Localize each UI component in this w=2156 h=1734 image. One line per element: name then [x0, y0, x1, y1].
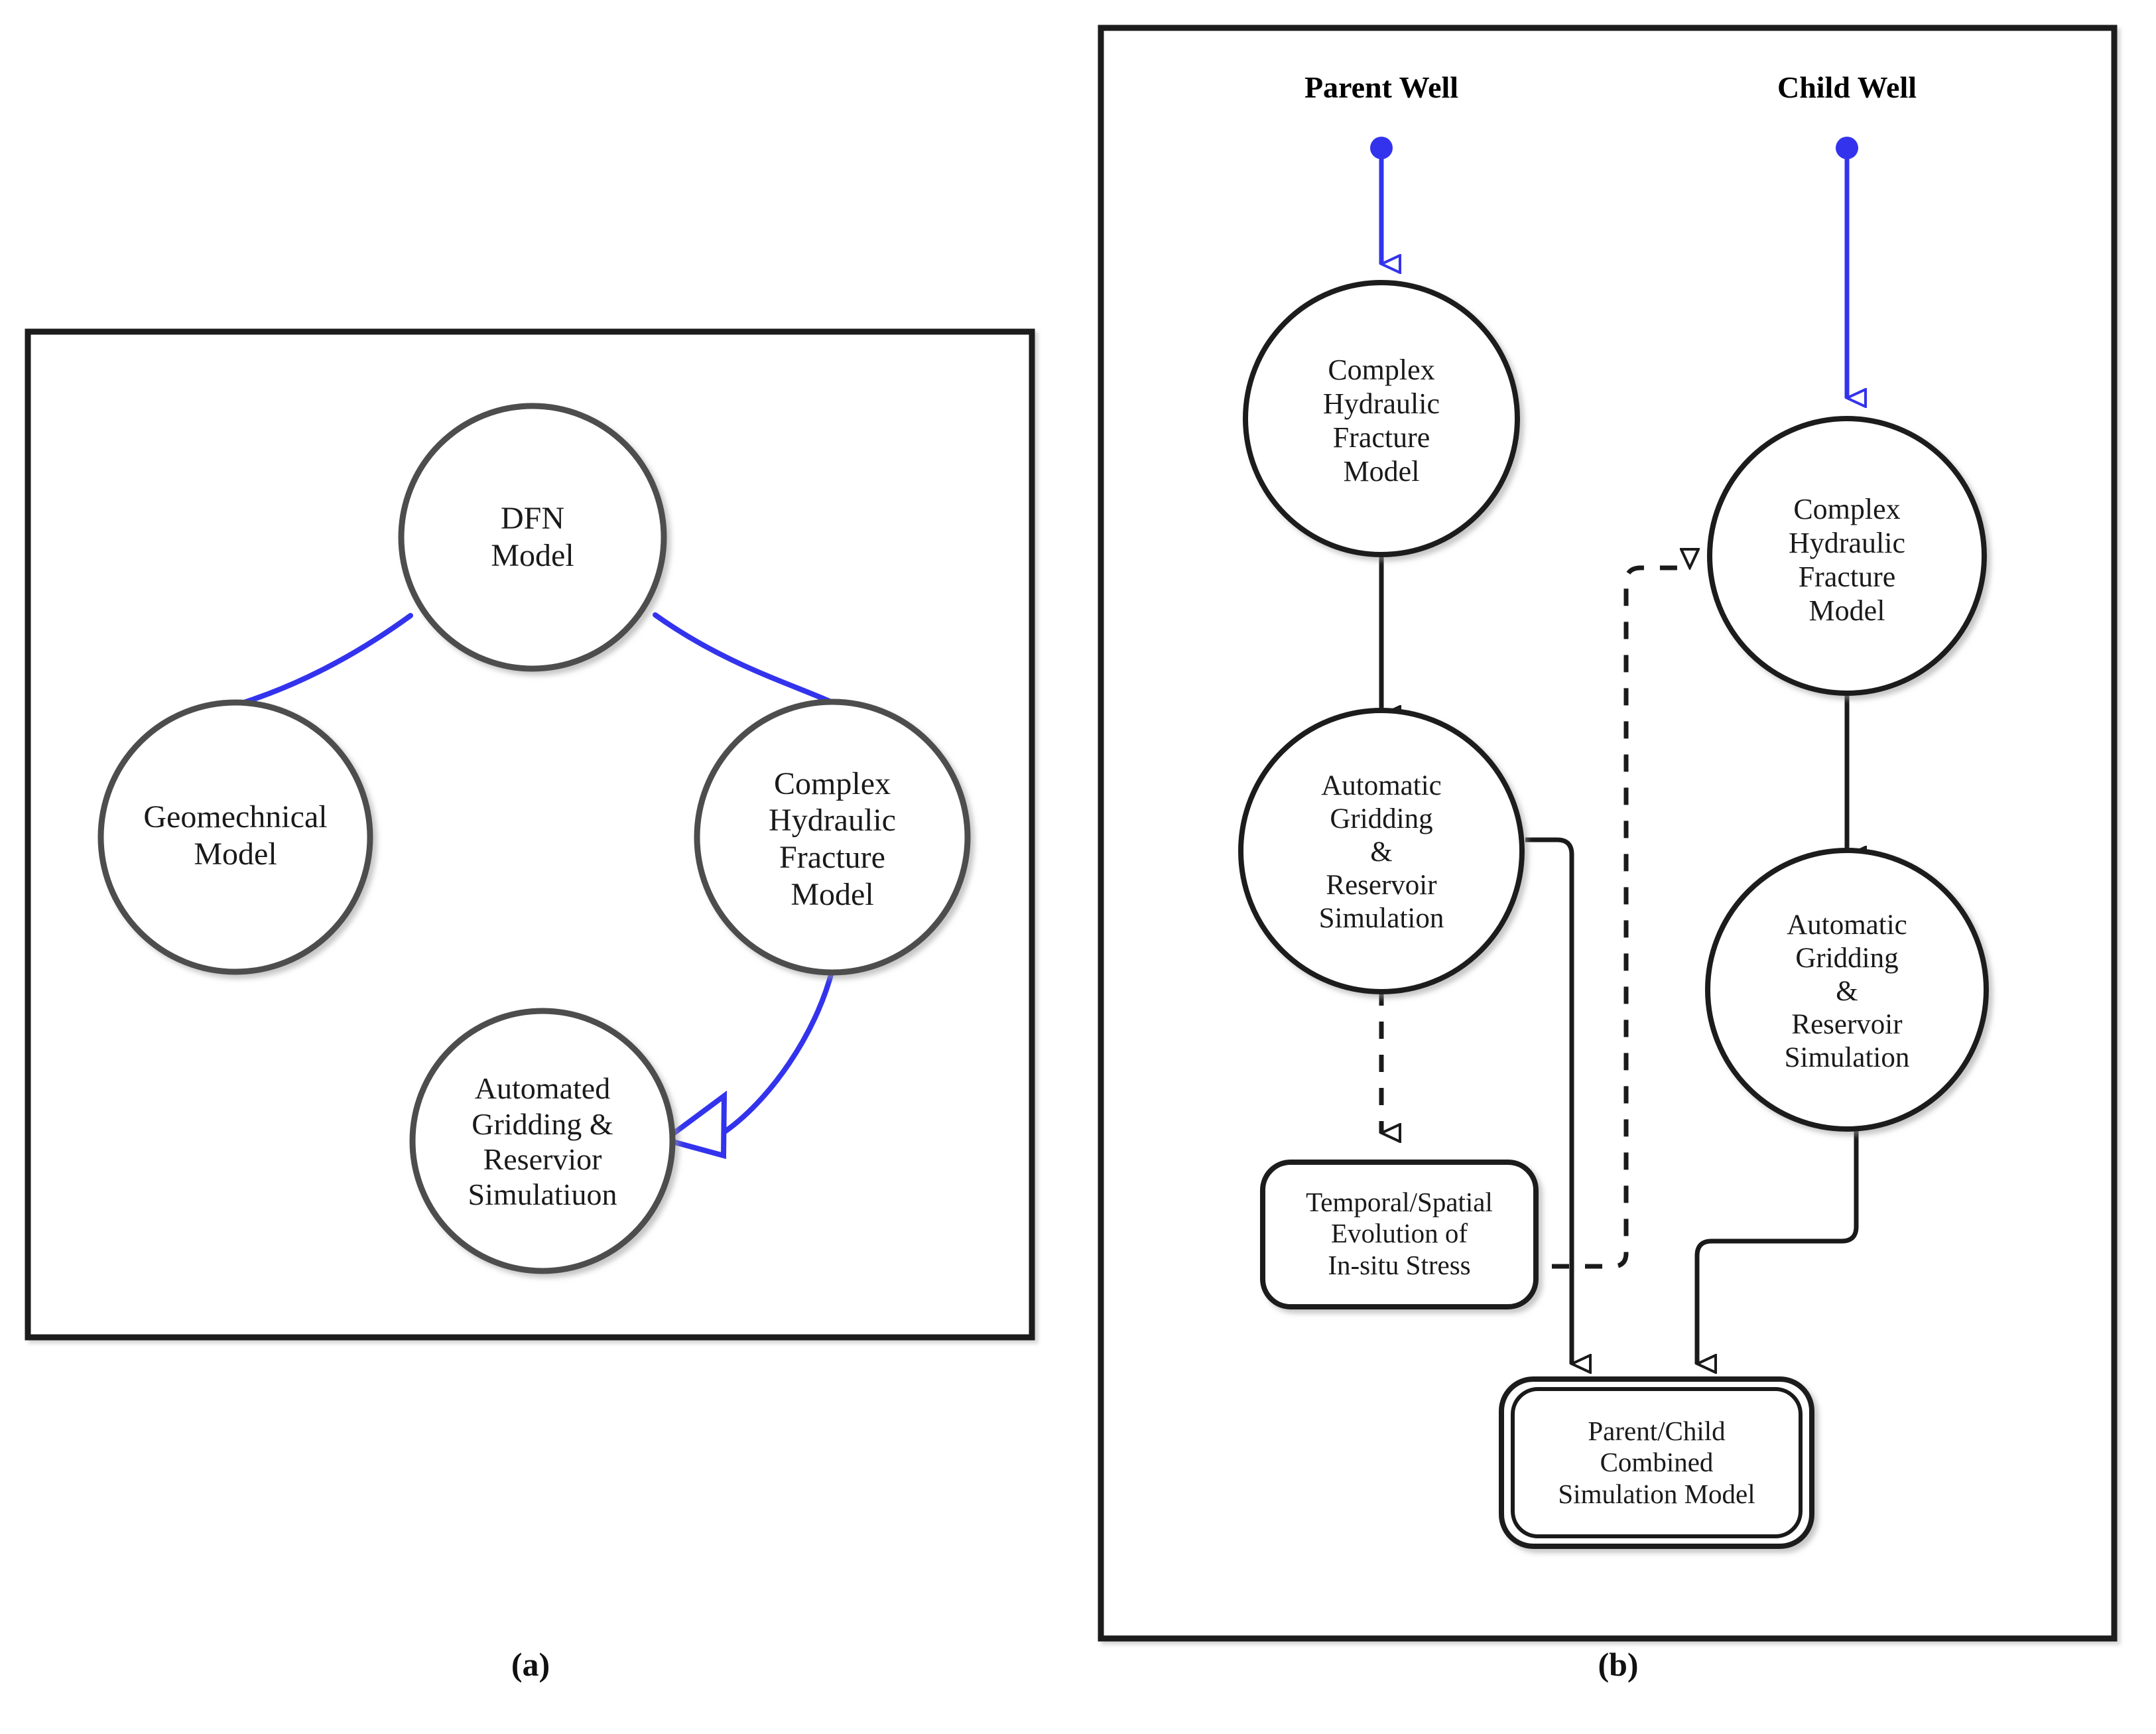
- edge-dfn-to-complex-hydraulic: [653, 612, 834, 704]
- edge-parent-agrs-to-combined-model: [1525, 837, 1572, 1364]
- node-complex-hydraulic-fracture-model-a: [694, 699, 971, 976]
- edge-child-agrs-to-combined-model-real: [1694, 1128, 1859, 1364]
- parent-well-header: Parent Well: [1304, 70, 1459, 104]
- edge-dfn-to-geomechanical: [233, 613, 413, 708]
- node-parent-child-combined-simulation-model-inner: [1511, 1387, 1803, 1538]
- child-well-header: Child Well: [1777, 70, 1917, 104]
- edge-complex-hydraulic-to-automated-gridding: [720, 967, 835, 1136]
- node-temporal-spatial-evolution-of-in-situ-stress: [1260, 1160, 1539, 1309]
- panel-a-caption: (a): [511, 1646, 550, 1683]
- node-parent-automatic-gridding-reservoir-simulation: [1238, 708, 1525, 994]
- node-automated-gridding-reservoir-simulation: [409, 1008, 676, 1274]
- node-dfn-model: [398, 403, 667, 672]
- panel-b-caption: (b): [1598, 1646, 1639, 1683]
- parent-well-start-dot: [1370, 137, 1393, 159]
- edge-temporal-spatial-to-child-chfm: [1519, 568, 1690, 1269]
- arrowhead-automated-gridding: [659, 1090, 728, 1160]
- node-child-automatic-gridding-reservoir-simulation: [1705, 848, 1989, 1132]
- node-parent-complex-hydraulic-fracture-model: [1243, 280, 1520, 557]
- node-child-complex-hydraulic-fracture-model: [1707, 416, 1987, 696]
- child-well-start-dot: [1836, 137, 1858, 159]
- node-geomechanical-model: [97, 699, 373, 975]
